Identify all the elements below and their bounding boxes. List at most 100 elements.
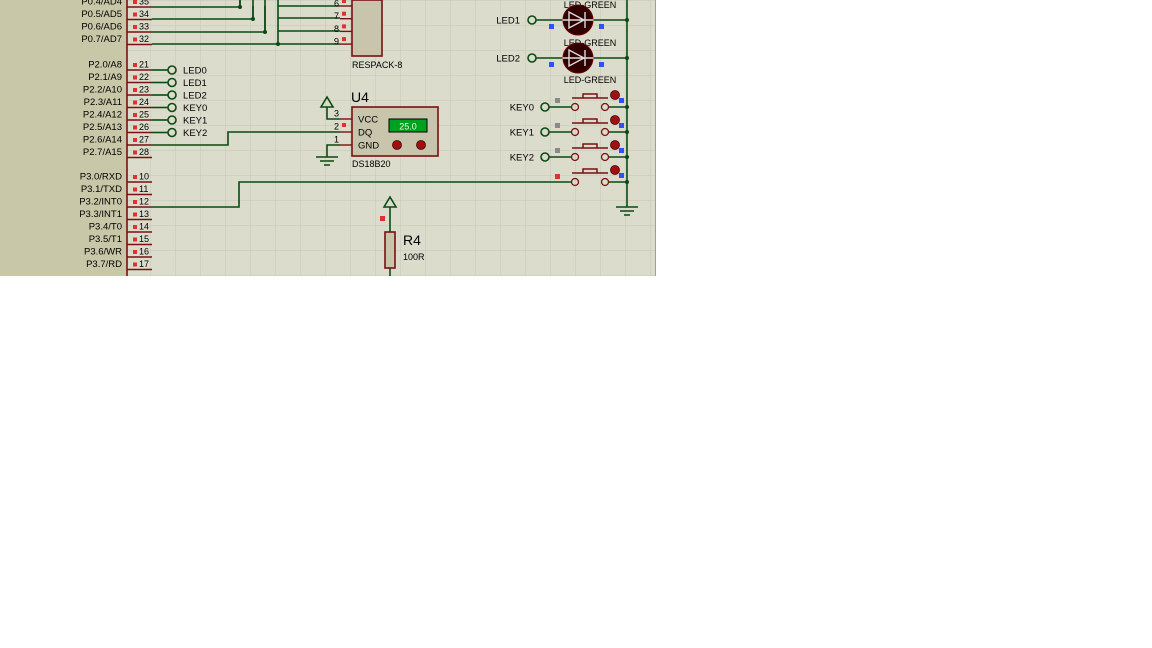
u4-gnd-wire (326, 144, 340, 157)
u4-down-button[interactable] (392, 140, 402, 150)
mcu-pin-marker (133, 113, 137, 117)
net-terminal[interactable]: KEY0 (152, 102, 207, 114)
mcu-pin-marker (133, 63, 137, 67)
u4-vcc-power-icon (319, 95, 335, 108)
respack-pin-marker (342, 24, 346, 29)
mcu-pin-number: 16 (139, 247, 149, 257)
key-pin-marker (555, 98, 560, 103)
respack-pin[interactable]: 9 (334, 37, 352, 47)
u4-pin-number: 1 (334, 135, 339, 145)
mcu-pin-label: P3.7/RD (86, 259, 122, 270)
key-switch-int0[interactable] (555, 165, 629, 187)
mcu-pin[interactable]: 32 P0.7/AD7 (81, 34, 152, 46)
key-press-button[interactable] (610, 165, 620, 175)
dq-wire (152, 131, 340, 146)
key-pin-marker (619, 173, 624, 178)
mcu-pin-number: 12 (139, 197, 149, 207)
r4-value: 100R (403, 252, 425, 262)
u4-pin-name: VCC (358, 115, 378, 126)
mcu-pin-marker (133, 125, 137, 130)
respack-pin-marker (342, 11, 346, 16)
port0-bus-wires (152, 0, 340, 46)
led-part-label: LED-GREEN (564, 38, 617, 48)
mcu-pin-label: P2.0/A8 (88, 60, 122, 71)
respack-pin[interactable]: 8 (334, 24, 352, 34)
key-press-button[interactable] (610, 140, 620, 150)
key-switch[interactable]: KEY2 (510, 140, 629, 164)
mcu-pin-label: P3.3/INT1 (79, 209, 122, 220)
u4-up-button[interactable] (416, 140, 426, 150)
net-terminal[interactable]: LED1 (152, 77, 207, 89)
net-label: LED0 (183, 66, 207, 77)
u4-dq-marker (342, 123, 346, 127)
key-pin-marker (619, 148, 624, 153)
led-part-label: LED-GREEN (564, 75, 617, 85)
key-press-button[interactable] (610, 115, 620, 125)
key-net-label: KEY2 (510, 153, 534, 164)
respack-pin[interactable]: 7 (334, 11, 352, 21)
terminal-icon (167, 77, 177, 88)
u4-pin-name: GND (358, 141, 379, 152)
mcu-pin-label: P3.4/T0 (89, 222, 122, 233)
mcu-pin-marker (133, 225, 137, 229)
net-terminal[interactable]: KEY2 (152, 127, 207, 139)
mcu-pin-marker (133, 0, 137, 4)
mcu-pin-marker (133, 75, 137, 80)
u4-pin[interactable]: 2DQ (334, 122, 372, 139)
respack-pin[interactable]: 6 (334, 0, 352, 9)
respack-pin-number: 7 (334, 11, 339, 21)
respack-name: RESPACK-8 (352, 60, 402, 70)
net-terminal[interactable]: LED2 (152, 90, 207, 102)
respack-8[interactable]: 6 7 8 9 RESPACK-8 (334, 0, 402, 70)
key-press-button[interactable] (610, 90, 620, 100)
mcu-pin-marker (133, 150, 137, 155)
u4-ref: U4 (351, 89, 369, 105)
r4-resistor[interactable]: R4 100R (380, 195, 425, 276)
led-pin-marker (599, 24, 604, 29)
net-terminal[interactable]: LED0 (152, 65, 207, 77)
switch-contact-icon (570, 102, 580, 112)
terminal-icon (167, 102, 177, 113)
u4-reading: 25.0 (399, 122, 417, 132)
net-terminal[interactable]: KEY1 (152, 115, 207, 127)
pushbutton-icon (572, 168, 608, 174)
mcu-pin-number: 32 (139, 34, 149, 44)
key-switch[interactable]: KEY0 (510, 90, 629, 114)
key-switch[interactable]: KEY1 (510, 115, 629, 139)
net-label: KEY2 (183, 128, 207, 139)
switch-contact-icon (570, 127, 580, 137)
switch-contact-icon (600, 127, 610, 137)
rail-ground-icon (616, 206, 638, 216)
net-label: LED2 (183, 91, 207, 102)
right-rail (616, 0, 638, 216)
mcu-pin-label: P0.7/AD7 (81, 34, 122, 45)
